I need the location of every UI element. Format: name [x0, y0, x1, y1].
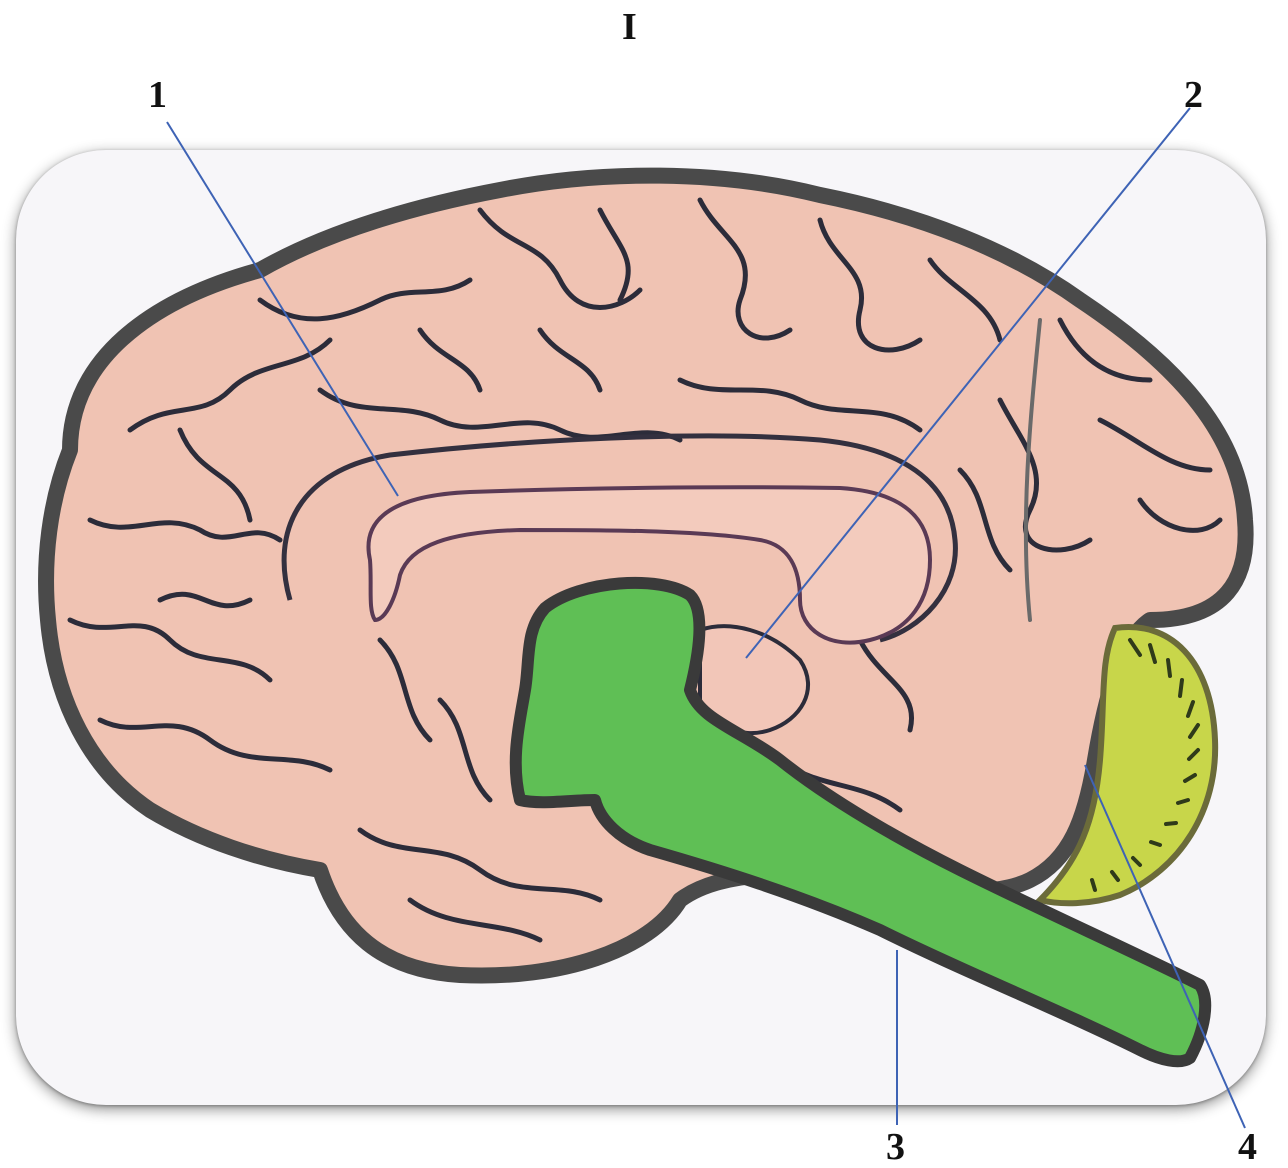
label-1: 1 [148, 76, 167, 114]
leader-line-1 [167, 122, 398, 496]
label-3: 3 [886, 1128, 905, 1166]
leader-line-4 [1085, 765, 1245, 1128]
label-4: 4 [1238, 1128, 1257, 1166]
figure-title: I [622, 8, 637, 46]
label-2: 2 [1184, 76, 1203, 114]
leader-line-2 [746, 108, 1190, 658]
